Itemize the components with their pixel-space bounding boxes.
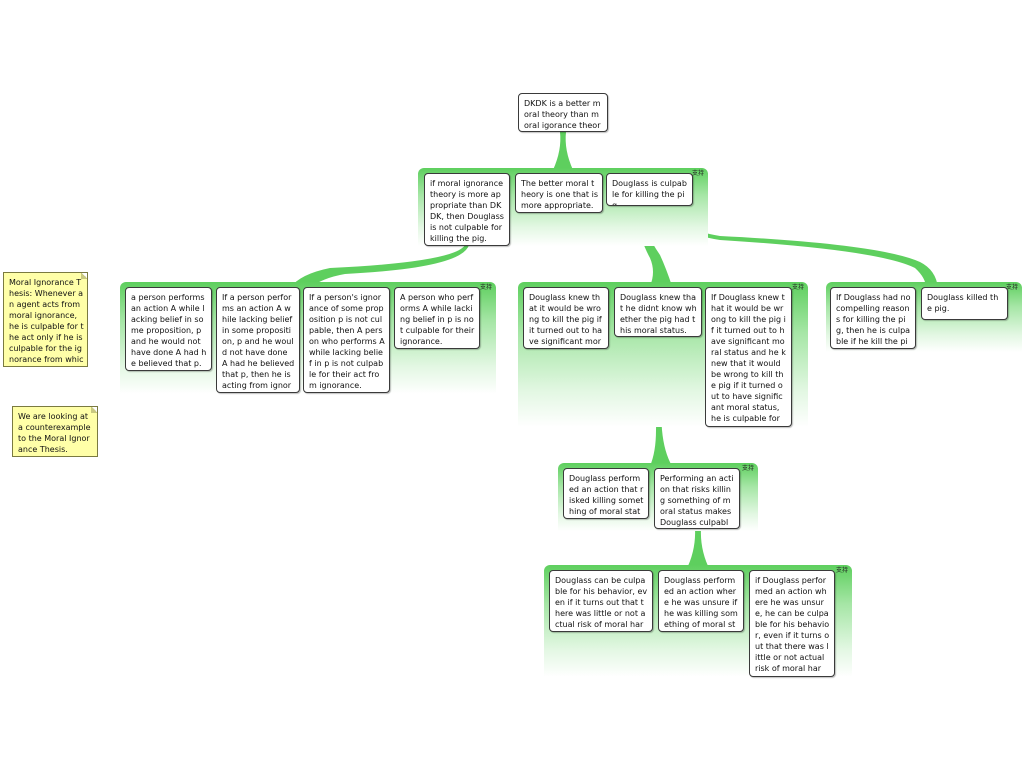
support-tag: 支持 bbox=[835, 567, 848, 574]
group-d-node-1[interactable]: Performing an action that risks killing … bbox=[654, 468, 740, 529]
group-b-node-0[interactable]: Douglass knew that it would be wrong to … bbox=[523, 287, 609, 349]
support-tag: 支持 bbox=[741, 465, 754, 472]
level1-node-0[interactable]: if moral ignorance theory is more approp… bbox=[424, 173, 510, 246]
support-tag: 支持 bbox=[479, 284, 492, 291]
group-b-node-0-text: Douglass knew that it would be wrong to … bbox=[529, 293, 603, 346]
support-tag: 支持 bbox=[691, 170, 704, 177]
note-moral-ignorance-thesis[interactable]: Moral Ignorance Thesis: Whenever an agen… bbox=[3, 272, 88, 367]
group-a-node-2-text: If a person's ignorance of some proposit… bbox=[309, 293, 385, 390]
note-0-text: Moral Ignorance Thesis: Whenever an agen… bbox=[9, 278, 84, 364]
connector-group-a bbox=[290, 245, 469, 288]
group-c-node-0-text: If Douglass had no compelling reasons fo… bbox=[836, 293, 911, 346]
group-e-node-1[interactable]: Douglass performed an action where he wa… bbox=[658, 570, 744, 632]
group-c-node-0[interactable]: If Douglass had no compelling reasons fo… bbox=[830, 287, 916, 349]
group-c-node-1[interactable]: Douglass killed the pig. bbox=[921, 287, 1008, 320]
group-e-node-1-text: Douglass performed an action where he wa… bbox=[664, 576, 738, 629]
group-a-node-3-text: A person who performs A while lacking be… bbox=[400, 293, 475, 346]
level1-node-2-text: Douglass is culpable for killing the pig… bbox=[612, 179, 687, 206]
group-a-node-3[interactable]: A person who performs A while lacking be… bbox=[394, 287, 480, 349]
group-d-node-1-text: Performing an action that risks killing … bbox=[660, 474, 734, 527]
level1-node-0-text: if moral ignorance theory is more approp… bbox=[430, 179, 504, 243]
note-fold bbox=[81, 273, 87, 279]
group-c-node-1-text: Douglass killed the pig. bbox=[927, 293, 999, 313]
level1-node-2[interactable]: Douglass is culpable for killing the pig… bbox=[606, 173, 693, 206]
group-a-node-1-text: If a person performs an action A while l… bbox=[222, 293, 295, 390]
group-d-node-0[interactable]: Douglass performed an action that risked… bbox=[563, 468, 649, 519]
level1-node-1-text: The better moral theory is one that is m… bbox=[521, 179, 598, 210]
connector-group-d bbox=[650, 336, 672, 466]
connector-group-e bbox=[688, 528, 708, 566]
group-a-node-0[interactable]: a person performs an action A while lack… bbox=[125, 287, 212, 371]
root-node[interactable]: DKDK is a better moral theory than moral… bbox=[518, 93, 608, 132]
group-e-node-0[interactable]: Douglass can be culpable for his behavio… bbox=[549, 570, 653, 632]
group-e-node-2-text: if Douglass performed an action where he… bbox=[755, 576, 830, 676]
note-1-text: We are looking at a counterexample to th… bbox=[18, 412, 91, 454]
group-e-node-2[interactable]: if Douglass performed an action where he… bbox=[749, 570, 835, 677]
group-b-node-1[interactable]: Douglass knew that he didnt know whether… bbox=[614, 287, 702, 337]
group-b-node-2[interactable]: If Douglass knew that it would be wrong … bbox=[705, 287, 792, 427]
group-b-node-2-text: If Douglass knew that it would be wrong … bbox=[711, 293, 786, 426]
group-a-node-1[interactable]: If a person performs an action A while l… bbox=[216, 287, 300, 393]
note-fold bbox=[91, 407, 97, 413]
group-b-node-1-text: Douglass knew that he didnt know whether… bbox=[620, 293, 697, 335]
note-counterexample[interactable]: We are looking at a counterexample to th… bbox=[12, 406, 98, 457]
root-node-text: DKDK is a better moral theory than moral… bbox=[524, 99, 601, 130]
support-tag: 支持 bbox=[791, 284, 804, 291]
group-a-node-2[interactable]: If a person's ignorance of some proposit… bbox=[303, 287, 390, 393]
support-tag: 支持 bbox=[1005, 284, 1018, 291]
connector-root bbox=[553, 132, 573, 170]
group-a-node-0-text: a person performs an action A while lack… bbox=[131, 293, 207, 368]
group-d-node-0-text: Douglass performed an action that risked… bbox=[569, 474, 644, 516]
level1-node-1[interactable]: The better moral theory is one that is m… bbox=[515, 173, 603, 213]
group-e-node-0-text: Douglass can be culpable for his behavio… bbox=[555, 576, 648, 629]
